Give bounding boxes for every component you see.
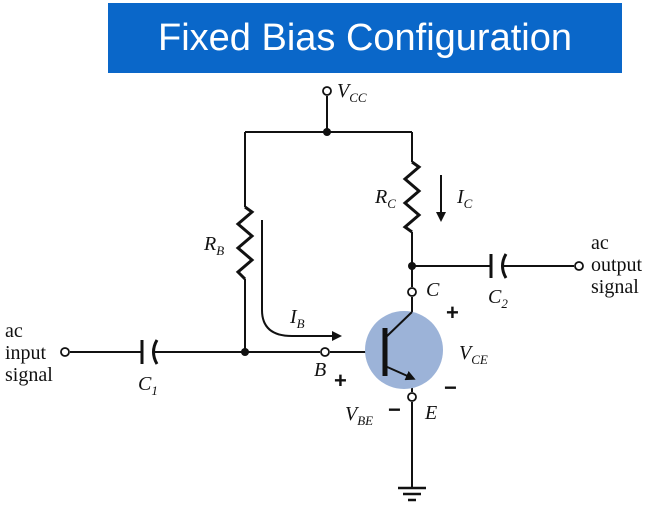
vce-plus-sign: + [446, 300, 459, 325]
transistor-collector [384, 311, 413, 339]
rb-label: RB [203, 233, 224, 258]
title-banner: Fixed Bias Configuration [108, 3, 622, 73]
node-e-label: E [424, 402, 437, 424]
base-terminal [320, 347, 330, 357]
junction-dot [241, 348, 249, 356]
ib-arrow [261, 220, 342, 341]
ib-label: IB [289, 306, 305, 331]
output-terminal [574, 261, 584, 271]
c1-capacitor [140, 339, 159, 365]
vcc-terminal [322, 86, 332, 96]
rb-resistor [235, 205, 255, 281]
transistor-highlight [365, 311, 443, 389]
emitter-terminal [407, 392, 417, 402]
diagram-title: Fixed Bias Configuration [158, 16, 572, 59]
vbe-label: VBE [345, 403, 373, 428]
wires [70, 96, 574, 487]
c2-label: C2 [488, 286, 508, 311]
node-b-label: B [314, 359, 326, 381]
ic-label: IC [456, 186, 473, 211]
input-terminal [60, 347, 70, 357]
junction-dot [323, 128, 331, 136]
c2-capacitor [489, 253, 508, 279]
vbe-plus-sign: + [334, 368, 347, 393]
output-signal-label: ac output signal [591, 232, 647, 298]
vbe-minus-sign: − [388, 397, 401, 422]
vcc-label: VCC [337, 80, 367, 105]
rc-label: RC [374, 186, 396, 211]
vce-minus-sign: − [444, 375, 457, 400]
npn-transistor [365, 311, 443, 389]
rc-resistor [402, 160, 422, 234]
c1-label: C1 [138, 373, 158, 398]
collector-terminal [407, 287, 417, 297]
vce-label: VCE [459, 342, 488, 367]
transistor-emitter [384, 365, 416, 381]
junction-dot [408, 262, 416, 270]
ground-symbol [398, 486, 426, 502]
input-signal-label: ac input signal [5, 320, 53, 386]
node-c-label: C [426, 279, 440, 301]
